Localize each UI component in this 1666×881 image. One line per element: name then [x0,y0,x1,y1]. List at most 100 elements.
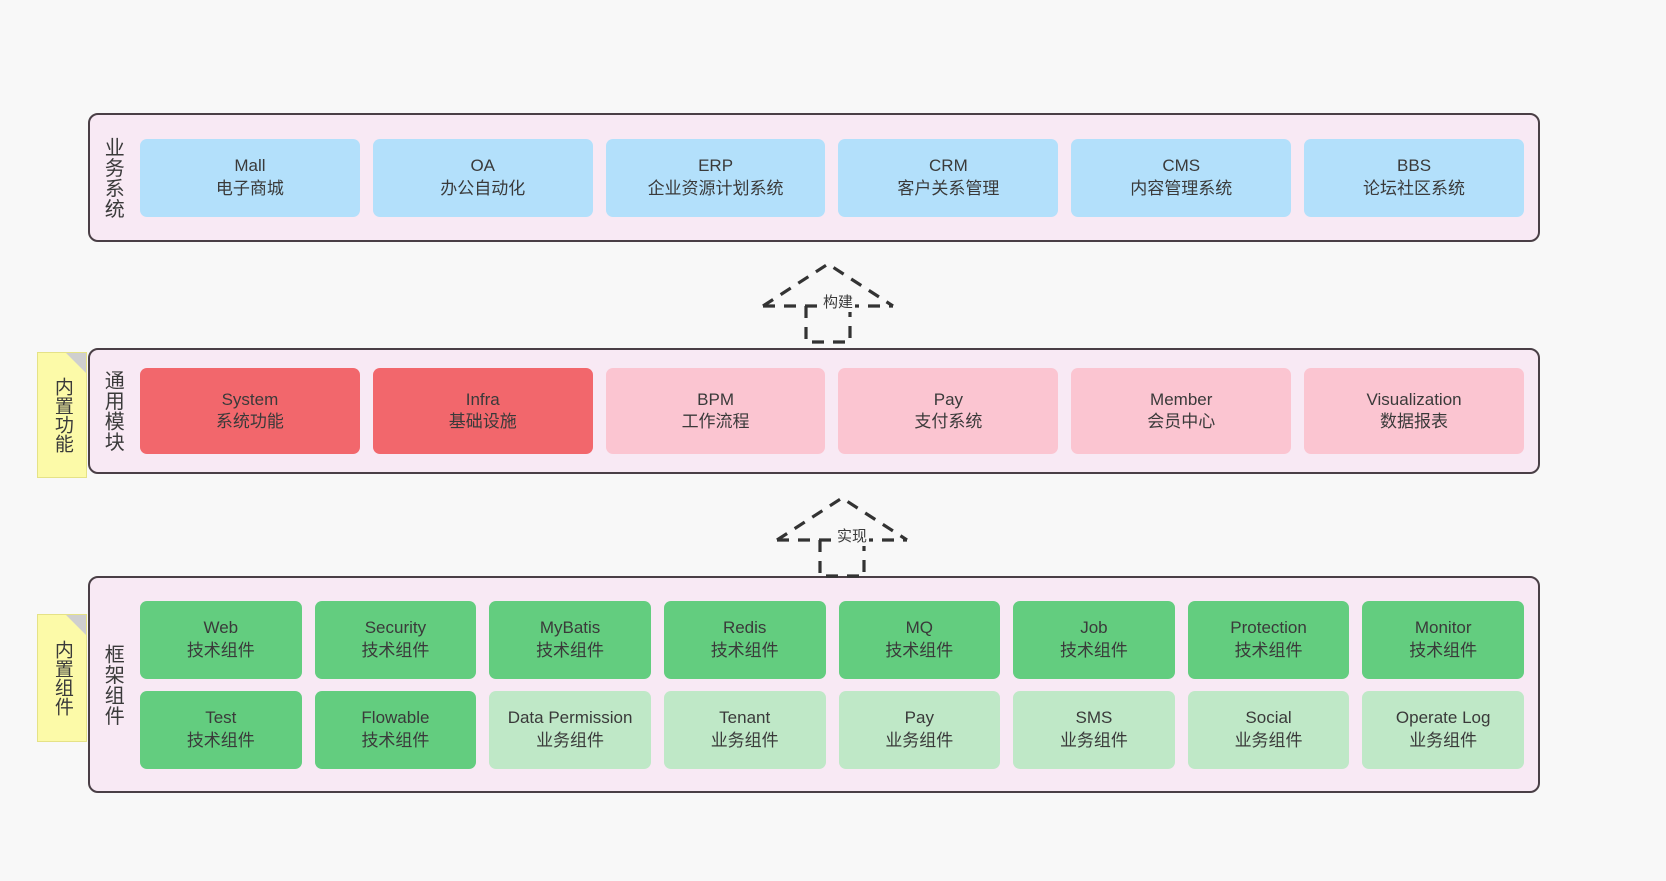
card-subtitle: 业务组件 [536,730,605,750]
card-title: Job [1080,618,1108,638]
card-subtitle: 技术组件 [710,640,779,660]
card-title: Visualization [1366,389,1462,409]
card-title: Tenant [719,708,771,728]
card-subtitle: 系统功能 [215,412,284,431]
modules-row: System 系统功能 Infra 基础设施 BPM 工作流程 Pay 支付系统 Member 会… [140,368,1524,454]
module-card-visualization[interactable]: Visualization 数据报表 [1304,368,1524,454]
layer-modules-body: System 系统功能 Infra 基础设施 BPM 工作流程 Pay 支付系统 Member 会… [134,350,1538,472]
connector-implement-label: 实现 [835,528,870,546]
card-title: Test [205,708,237,728]
card-title: Operate Log [1395,708,1491,728]
card-subtitle: 技术组件 [1409,640,1478,660]
layer-business-caption: 业务系统 [101,136,124,219]
card-subtitle: 技术组件 [361,640,430,660]
card-subtitle: 客户关系管理 [897,178,1000,198]
card-subtitle: 论坛社区系统 [1363,178,1466,198]
card-subtitle: 业务组件 [1059,730,1128,750]
card-title: MQ [905,618,933,638]
card-title: CRM [929,156,968,176]
card-subtitle: 业务组件 [1409,730,1478,750]
card-subtitle: 技术组件 [186,730,255,750]
module-card-infra[interactable]: Infra 基础设施 [372,368,593,454]
card-title: BBS [1397,156,1432,176]
card-subtitle: 技术组件 [1234,640,1303,660]
module-card-pay[interactable]: Pay 支付系统 [838,368,1059,454]
card-title: Infra [465,389,500,409]
card-subtitle: 业务组件 [1234,730,1303,750]
layer-general-modules: 通用模块 System 系统功能 Infra 基础设施 BPM 工作流程 Pay 支付系统 Me… [88,348,1540,474]
card-title: Protection [1230,618,1307,638]
card-title: Pay [933,389,964,409]
card-subtitle: 支付系统 [914,412,983,431]
layer-modules-caption: 通用模块 [101,370,124,452]
card-title: Web [203,618,239,638]
sticky-note-builtin-components: 内置组件 [37,614,87,742]
card-title: Pay [904,708,934,728]
card-title: Member [1150,389,1213,409]
card-title: CMS [1162,156,1201,176]
layer-framework-caption: 框架组件 [101,643,124,726]
card-title: Redis [722,618,767,638]
card-title: Social [1245,708,1292,728]
card-subtitle: 工作流程 [681,412,750,431]
module-card-system[interactable]: System 系统功能 [140,368,360,454]
card-title: MyBatis [539,618,601,638]
card-subtitle: 技术组件 [1059,640,1128,660]
card-subtitle: 技术组件 [536,640,605,660]
card-title: Monitor [1414,618,1472,638]
module-card-bpm[interactable]: BPM 工作流程 [605,368,826,454]
card-subtitle: 数据报表 [1380,412,1449,431]
card-title: Flowable [361,708,430,728]
card-subtitle: 业务组件 [885,730,954,750]
card-title: ERP [698,156,734,176]
card-subtitle: 技术组件 [361,730,430,750]
card-title: Mall [234,156,266,176]
card-title: BPM [697,389,734,409]
card-subtitle: 电子商城 [215,178,284,198]
card-title: SMS [1075,708,1113,728]
connector-build-label: 构建 [821,294,856,312]
card-subtitle: 业务组件 [710,730,779,750]
sticky-note-builtin-features: 内置功能 [37,352,87,478]
module-card-member[interactable]: Member 会员中心 [1071,368,1292,454]
card-subtitle: 办公自动化 [440,178,526,198]
card-subtitle: 会员中心 [1147,412,1216,431]
card-title: Security [364,618,427,638]
card-subtitle: 技术组件 [885,640,954,660]
card-title: Data Permission [507,708,633,728]
card-title: System [221,389,279,409]
card-subtitle: 基础设施 [448,412,517,431]
card-subtitle: 技术组件 [186,640,255,660]
card-title: OA [470,156,496,176]
